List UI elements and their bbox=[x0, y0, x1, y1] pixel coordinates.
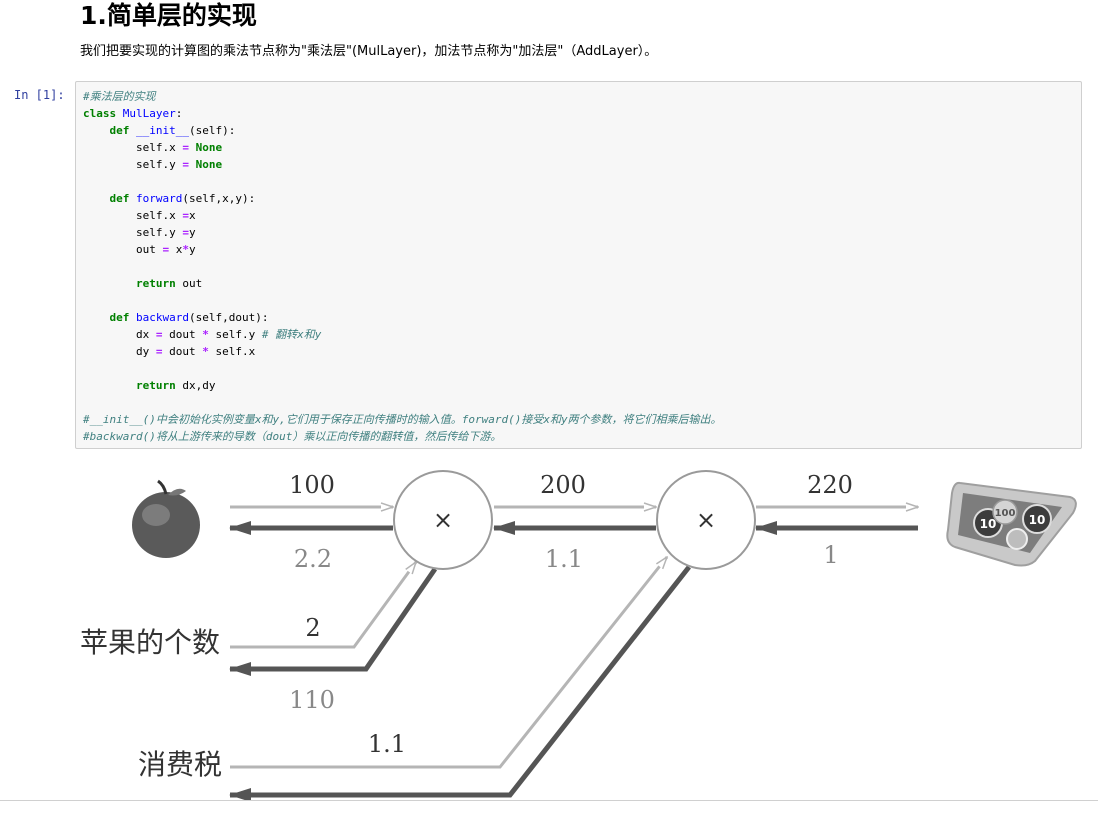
multiply-node-2: × bbox=[656, 470, 756, 570]
cell-prompt: In [1]: bbox=[14, 88, 65, 102]
method-args: (self,dout): bbox=[188, 311, 269, 324]
operator: = bbox=[182, 226, 189, 239]
code-token: self.y bbox=[215, 328, 256, 341]
operator: = bbox=[182, 158, 189, 171]
forward-edge-count bbox=[230, 562, 416, 649]
operator: = bbox=[162, 243, 170, 256]
coin-tray-icon: 10 10 100 bbox=[946, 481, 1077, 567]
intro-paragraph: 我们把要实现的计算图的乘法节点称为"乘法层"(MulLayer)，加法节点称为"… bbox=[80, 44, 658, 59]
forward-edge-tax bbox=[230, 557, 667, 769]
code-token: dy bbox=[135, 345, 150, 358]
value-label: 110 bbox=[289, 686, 335, 714]
method-args: (self,x,y): bbox=[182, 192, 256, 205]
keyword-return: return bbox=[135, 277, 176, 290]
apple-icon bbox=[132, 479, 200, 558]
multiply-node-1: × bbox=[393, 470, 493, 570]
backward-edge-count bbox=[229, 567, 438, 676]
code-token: self.y bbox=[135, 158, 176, 171]
operator: = bbox=[155, 328, 163, 341]
coin-label: 10 bbox=[980, 517, 997, 531]
operator: = bbox=[182, 209, 189, 222]
method-args: (self): bbox=[188, 124, 236, 137]
value-label: 220 bbox=[807, 471, 853, 499]
operator: = bbox=[155, 345, 163, 358]
tax-label: 消费税 bbox=[138, 748, 222, 781]
operator: = bbox=[182, 141, 189, 154]
keyword-def: def bbox=[109, 124, 130, 137]
value-label: 2 bbox=[305, 614, 320, 642]
keyword-def: def bbox=[109, 311, 130, 324]
code-token: y bbox=[188, 226, 196, 239]
code-token: out bbox=[135, 243, 156, 256]
coin-label: 10 bbox=[1029, 513, 1046, 527]
computational-graph-diagram: × × 10 10 100 100 2.2 200 1.1 220 1 苹果的个… bbox=[80, 470, 1077, 800]
code-token: self.x bbox=[215, 345, 256, 358]
code-comment: #backward()将从上游传来的导数（dout）乘以正向传播的翻转值，然后传… bbox=[83, 430, 502, 443]
code-token: dx,dy bbox=[182, 379, 216, 392]
code-token: dx bbox=[135, 328, 150, 341]
keyword-def: def bbox=[109, 192, 130, 205]
backward-edge-tax bbox=[229, 565, 691, 800]
keyword-class: class bbox=[83, 107, 117, 120]
code-editor[interactable]: #乘法层的实现 class MulLayer: def __init__(sel… bbox=[83, 90, 722, 443]
value-label: 1.1 bbox=[545, 545, 583, 573]
code-comment: #__init__()中会初始化实例变量x和y,它们用于保存正向传播时的输入值。… bbox=[83, 413, 722, 426]
class-name: MulLayer bbox=[122, 107, 176, 120]
code-token: self.y bbox=[135, 226, 176, 239]
value-label: 100 bbox=[289, 471, 335, 499]
code-token: y bbox=[188, 243, 196, 256]
operator: * bbox=[202, 345, 209, 358]
method-name: __init__ bbox=[136, 124, 189, 137]
code-comment: # 翻转x和y bbox=[261, 328, 322, 341]
coin-label: 100 bbox=[995, 508, 1016, 519]
value-label: 200 bbox=[540, 471, 586, 499]
code-token: dout bbox=[169, 345, 196, 358]
multiply-symbol: × bbox=[696, 506, 716, 534]
code-token: self.x bbox=[135, 209, 176, 222]
code-cell[interactable]: #乘法层的实现 class MulLayer: def __init__(sel… bbox=[75, 81, 1082, 449]
keyword-none: None bbox=[195, 158, 223, 171]
value-label: 2.2 bbox=[294, 545, 332, 573]
method-name: forward bbox=[136, 192, 183, 205]
code-token: dout bbox=[169, 328, 196, 341]
code-token: out bbox=[182, 277, 203, 290]
method-name: backward bbox=[136, 311, 189, 324]
keyword-return: return bbox=[135, 379, 176, 392]
code-token: x bbox=[188, 209, 196, 222]
value-label: 1.1 bbox=[368, 730, 406, 758]
code-token: self.x bbox=[135, 141, 176, 154]
keyword-none: None bbox=[195, 141, 223, 154]
multiply-symbol: × bbox=[433, 506, 453, 534]
code-comment: #乘法层的实现 bbox=[83, 90, 156, 103]
operator: * bbox=[182, 243, 189, 256]
value-label: 1 bbox=[823, 541, 838, 569]
divider bbox=[0, 800, 1098, 801]
code-token: x bbox=[175, 243, 183, 256]
page-title: 1.简单层的实现 bbox=[80, 1, 257, 30]
operator: * bbox=[202, 328, 209, 341]
apple-count-label: 苹果的个数 bbox=[80, 626, 220, 659]
